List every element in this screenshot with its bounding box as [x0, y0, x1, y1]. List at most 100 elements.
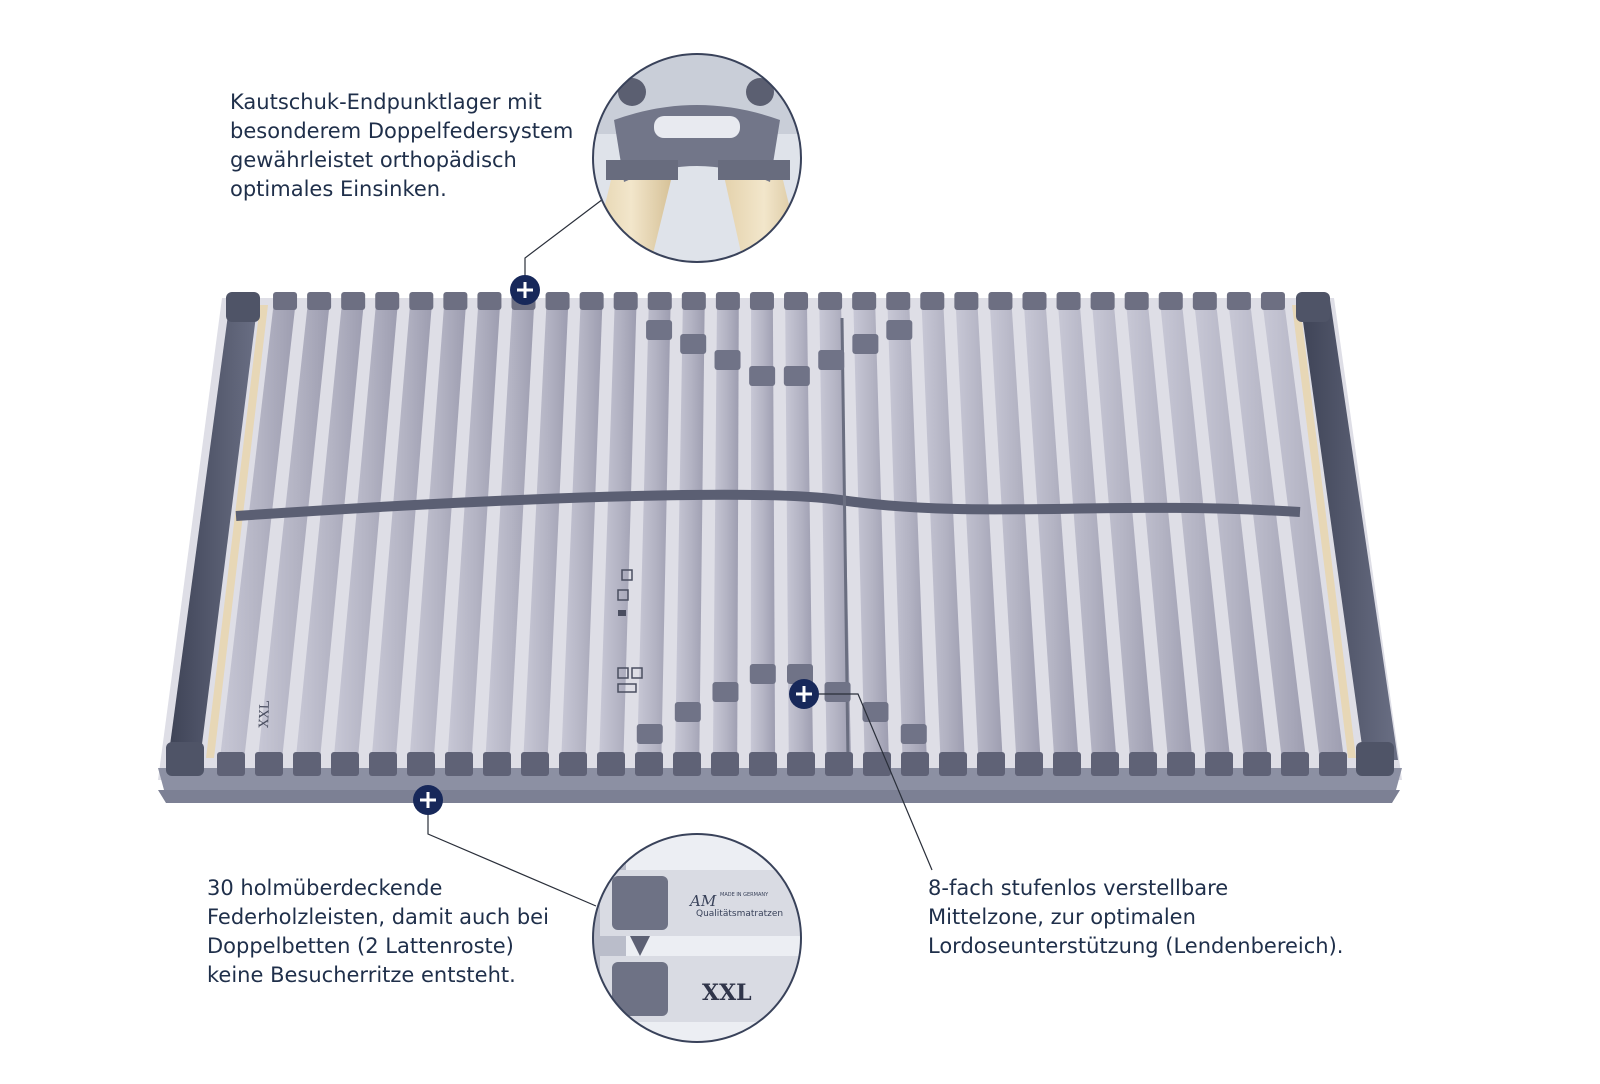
- slat: [256, 300, 331, 768]
- slat-cap-top: [749, 292, 774, 310]
- zone-slider[interactable]: [824, 682, 851, 702]
- slat-cap-top: [1090, 292, 1115, 310]
- slat-xxl-mark: XXL: [257, 700, 273, 728]
- slat: [712, 300, 739, 768]
- slat-cap-top: [1192, 292, 1217, 310]
- slat-cap-bottom: [1129, 752, 1157, 776]
- slat-cap-bottom: [673, 752, 701, 776]
- slat-cap-top: [920, 292, 945, 310]
- slat: [370, 300, 433, 768]
- slat-cap-bottom: [1281, 752, 1309, 776]
- slat-cap-bottom: [331, 752, 359, 776]
- zone-slider[interactable]: [749, 366, 776, 386]
- slat-cap-bottom: [787, 752, 815, 776]
- zone-slider[interactable]: [749, 664, 776, 684]
- zone-slider[interactable]: [783, 366, 810, 386]
- slat-cap-bottom: [483, 752, 511, 776]
- zone-slider[interactable]: [674, 702, 701, 722]
- slat-cap-top: [1226, 292, 1251, 310]
- slat: [294, 300, 365, 768]
- slat-cap-top: [1260, 292, 1285, 310]
- slats-group: [218, 300, 1346, 768]
- slat-cap-top: [784, 292, 809, 310]
- zone-slider[interactable]: [862, 702, 889, 722]
- zone-slider[interactable]: [712, 682, 739, 702]
- slat: [1262, 300, 1346, 768]
- plus-marker-icon[interactable]: [413, 785, 443, 815]
- slat-cap-bottom: [711, 752, 739, 776]
- zone-slider[interactable]: [646, 320, 673, 340]
- slat: [1193, 300, 1270, 768]
- slat: [887, 300, 928, 768]
- leader-line-bottom-right: [804, 693, 933, 871]
- slat: [408, 300, 467, 768]
- slat: [1023, 300, 1080, 768]
- slat-cap-top: [273, 292, 298, 310]
- right-rail-wood-edge: [1292, 305, 1356, 758]
- corner-cap-bottom-right: [1356, 742, 1394, 776]
- zone-slider[interactable]: [818, 350, 845, 370]
- slat-cap-top: [545, 292, 570, 310]
- slat-caps-group: [217, 292, 1347, 776]
- slat-cap-bottom: [863, 752, 891, 776]
- slat-cap-bottom: [597, 752, 625, 776]
- slat: [522, 300, 569, 768]
- xxl-label: XXL: [702, 980, 752, 1006]
- center-strap: [235, 489, 1301, 521]
- slat-cap-top: [307, 292, 332, 310]
- zone-pictograms: [617, 569, 643, 693]
- slat-cap-bottom: [1167, 752, 1195, 776]
- slat-cap-bottom: [217, 752, 245, 776]
- zone-slider[interactable]: [714, 350, 741, 370]
- zone-slider[interactable]: [636, 724, 663, 744]
- slat: [674, 300, 705, 768]
- slat: [785, 300, 814, 768]
- slat-cap-top: [818, 292, 843, 310]
- left-rail-wood-edge: [206, 305, 268, 758]
- slat-cap-top: [1056, 292, 1081, 310]
- zone-slider[interactable]: [680, 334, 707, 354]
- slat-cap-bottom: [749, 752, 777, 776]
- slat-cap-bottom: [901, 752, 929, 776]
- zone-slider[interactable]: [900, 724, 927, 744]
- slat-cap-bottom: [255, 752, 283, 776]
- slat: [853, 300, 890, 768]
- leader-line-top: [524, 195, 608, 290]
- frame-base-shadow: [158, 790, 1400, 803]
- slat: [560, 300, 603, 768]
- slat-cap-top: [1124, 292, 1149, 310]
- slat-cap-top: [852, 292, 877, 310]
- slat: [218, 300, 296, 768]
- slat-cap-bottom: [1319, 752, 1347, 776]
- zone-slider[interactable]: [886, 320, 913, 340]
- slat: [1057, 300, 1118, 768]
- plus-marker-icon[interactable]: [789, 679, 819, 709]
- slat-cap-bottom: [939, 752, 967, 776]
- slat: [1159, 300, 1232, 768]
- slat-cap-top: [1158, 292, 1183, 310]
- slat-cap-top: [988, 292, 1013, 310]
- slat-cap-bottom: [1091, 752, 1119, 776]
- slat-cap-bottom: [445, 752, 473, 776]
- plus-marker-icon[interactable]: [510, 275, 540, 305]
- slat-cap-top: [409, 292, 434, 310]
- brand-am-logo: AM: [688, 892, 717, 910]
- slat: [1227, 300, 1308, 768]
- slat-cap-bottom: [369, 752, 397, 776]
- slat: [750, 300, 776, 768]
- slat-cap-top: [681, 292, 706, 310]
- corner-cap-top-left: [226, 292, 260, 322]
- slat-cap-bottom: [1015, 752, 1043, 776]
- slat: [989, 300, 1042, 768]
- detail-circle-slat-caps: AM MADE IN GERMANY Qualitätsmatratzen XX…: [592, 833, 802, 1043]
- slat-cap-bottom: [407, 752, 435, 776]
- slat-cap-top: [715, 292, 740, 310]
- zone-slider[interactable]: [852, 334, 879, 354]
- zone-slider[interactable]: [787, 664, 814, 684]
- slat-cap-top: [954, 292, 979, 310]
- slat-cap-top: [647, 292, 672, 310]
- detail-circle-bearing: [592, 53, 802, 263]
- slat-cap-bottom: [635, 752, 663, 776]
